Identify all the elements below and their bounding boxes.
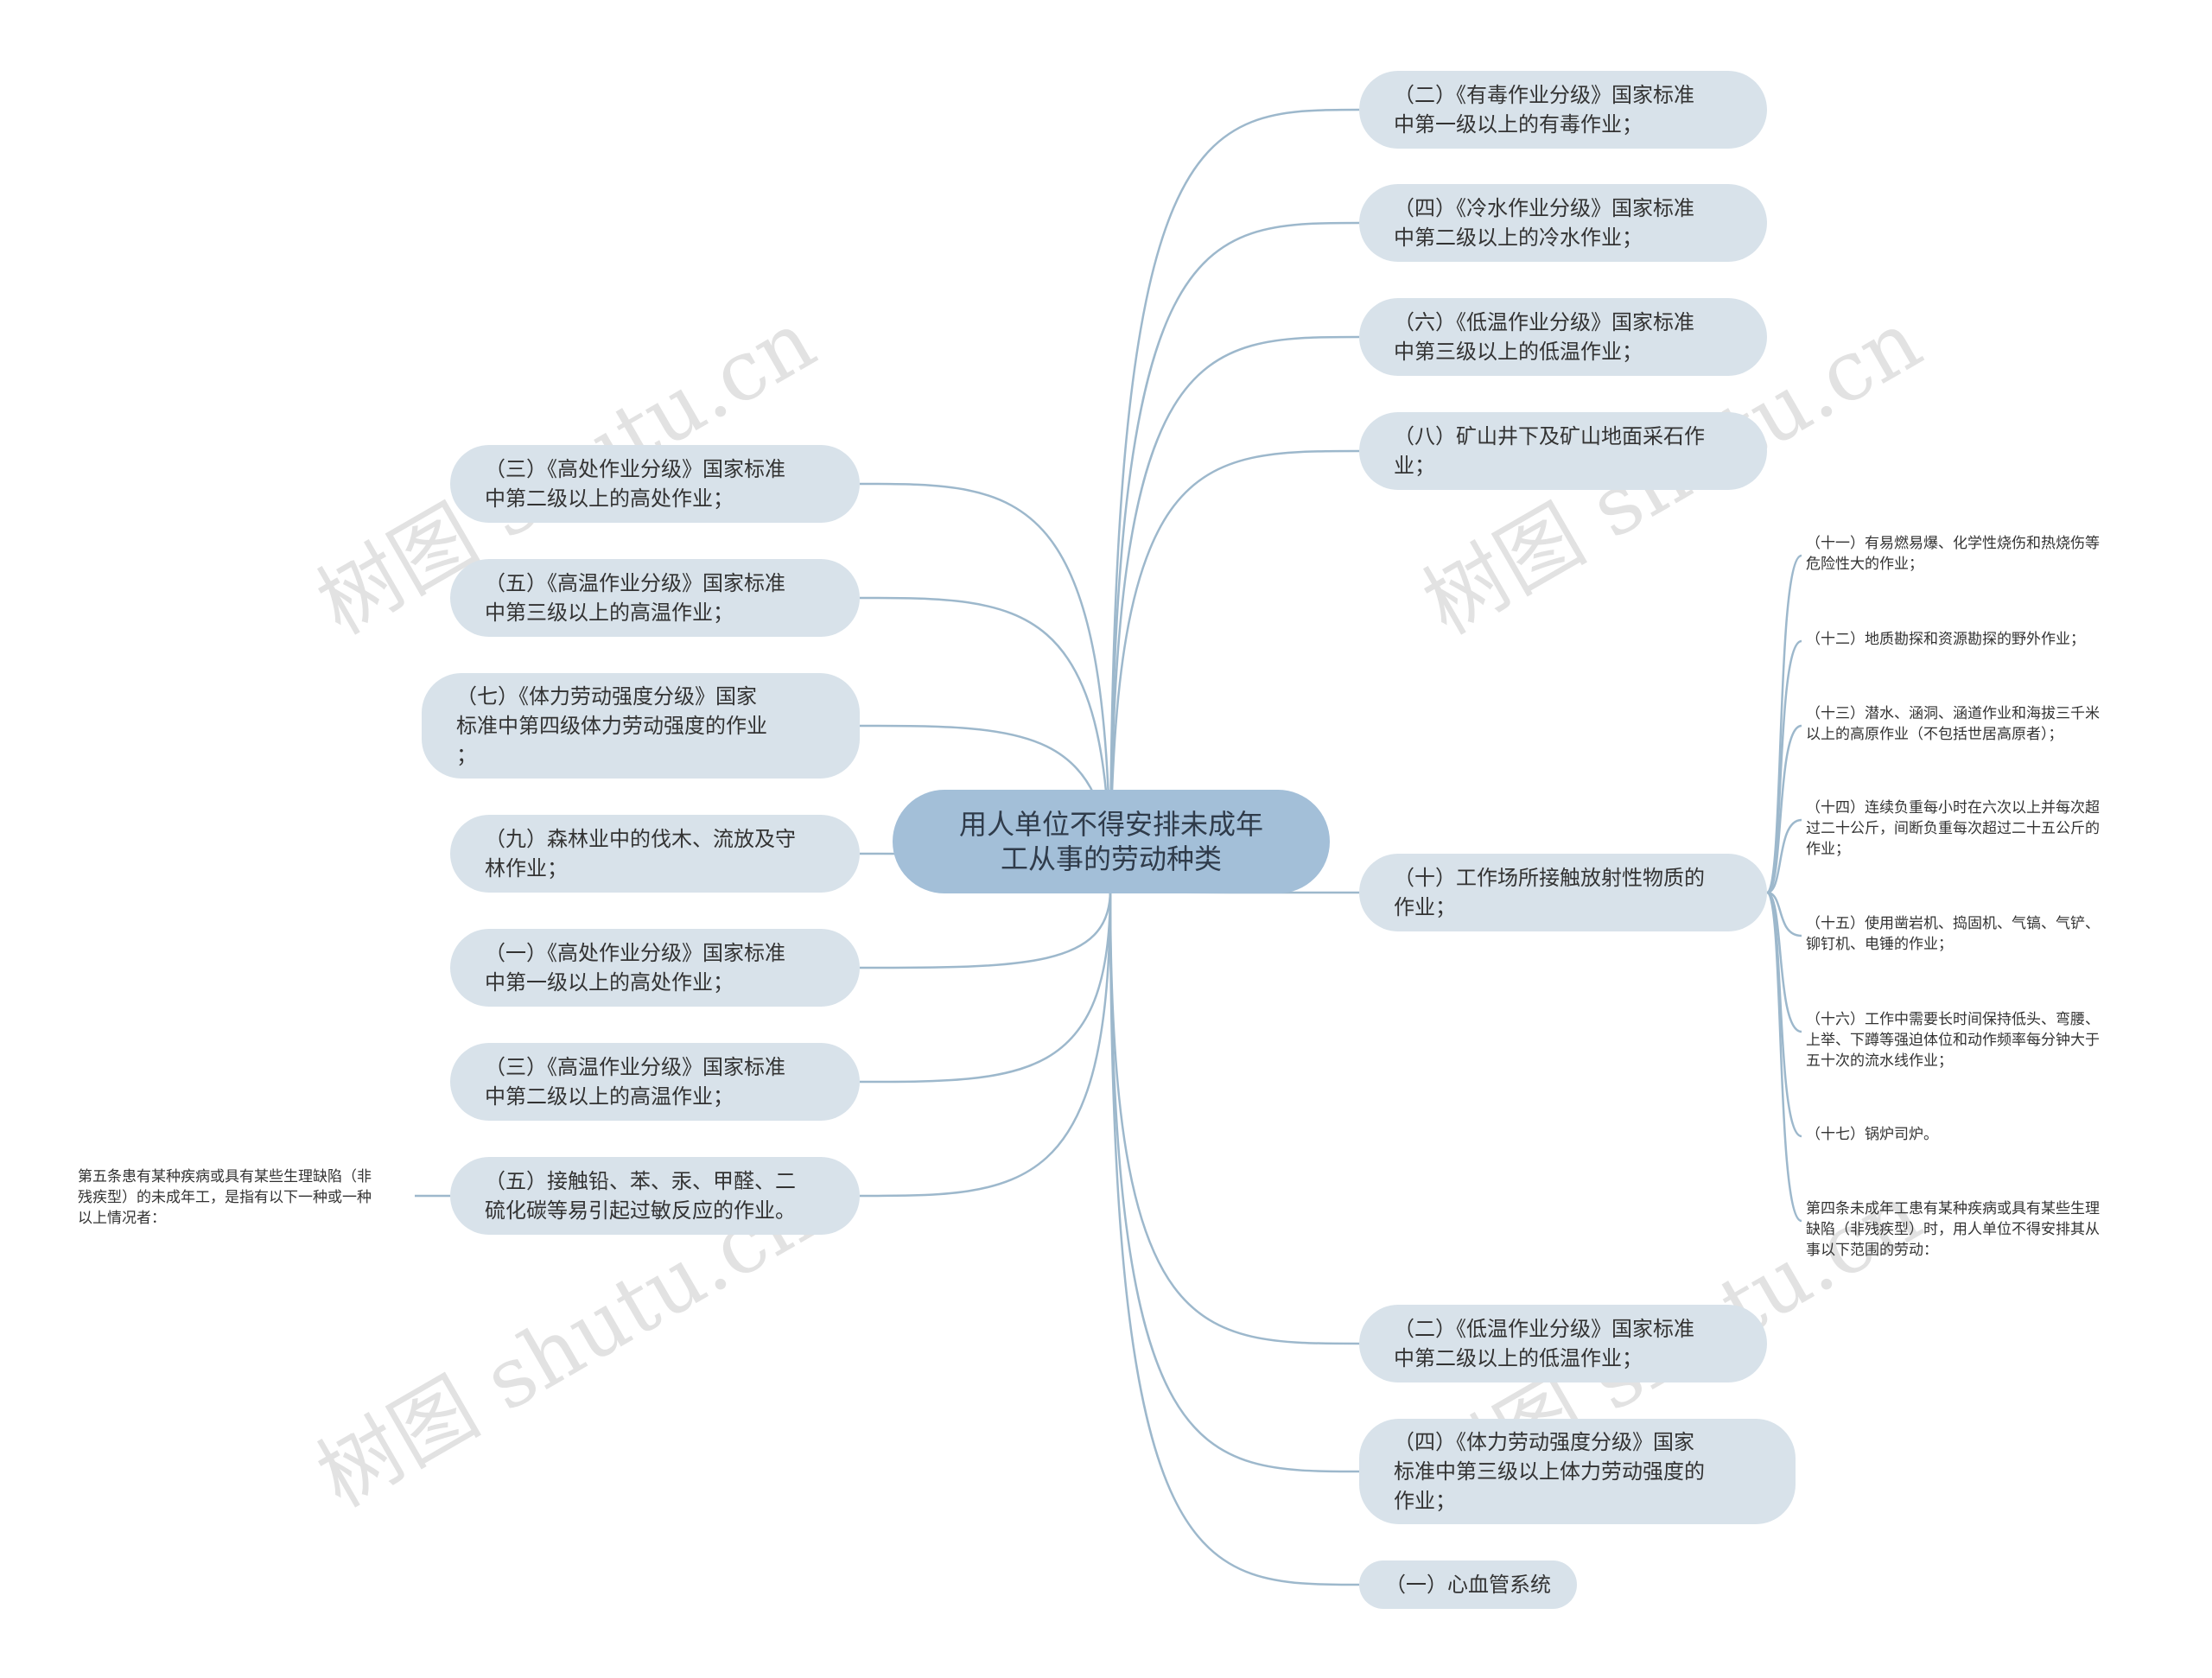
edge-s5 <box>1766 891 1802 938</box>
branch-label: （二）《有毒作业分级》国家标准 中第一级以上的有毒作业； <box>1394 83 1694 137</box>
leaf-item-17[interactable]: （十七）锅炉司炉。 <box>1806 1126 1938 1143</box>
branch-label: （一）《高处作业分级》国家标准 中第一级以上的高处作业； <box>485 941 785 995</box>
leaf-item-15[interactable]: （十五）使用凿岩机、捣固机、气镐、气铲、 铆钉机、电锤的作业； <box>1806 915 2100 953</box>
branch-label: （五）《高温作业分级》国家标准 中第三级以上的高温作业； <box>485 571 785 625</box>
branch-node-allergen-work[interactable]: （五）接触铅、苯、汞、甲醛、二 硫化碳等易引起过敏反应的作业。 <box>450 1157 860 1235</box>
edge-r1 <box>1109 108 1360 891</box>
edge-r7 <box>1109 889 1360 1473</box>
branch-node-forestry-work[interactable]: （九）森林业中的伐木、流放及守 林作业； <box>450 815 860 893</box>
edge-r3 <box>1109 335 1360 891</box>
branch-label: （四）《体力劳动强度分级》国家 标准中第三级以上体力劳动强度的 作业； <box>1394 1430 1705 1513</box>
edge-l6 <box>859 889 1112 1084</box>
edge-r8 <box>1109 889 1360 1586</box>
edge-r2 <box>1109 221 1360 891</box>
branch-node-low-temp-work-3[interactable]: （六）《低温作业分级》国家标准 中第三级以上的低温作业； <box>1359 298 1767 376</box>
edge-l7 <box>859 889 1112 1198</box>
branch-node-mining-work[interactable]: （八）矿山井下及矿山地面采石作 业； <box>1359 412 1767 490</box>
leaf-article-4[interactable]: 第四条未成年工患有某种疾病或具有某些生理 缺陷（非残疾型）时，用人单位不得安排其… <box>1806 1200 2100 1259</box>
branch-label: （三）《高处作业分级》国家标准 中第二级以上的高处作业； <box>485 457 785 511</box>
edge-l5 <box>859 889 1112 969</box>
edge-s4 <box>1766 818 1802 894</box>
leaf-item-14[interactable]: （十四）连续负重每小时在六次以上并每次超 过二十公斤，间断负重每次超过二十五公斤… <box>1806 799 2100 858</box>
branch-label: （六）《低温作业分级》国家标准 中第三级以上的低温作业； <box>1394 310 1694 364</box>
edge-s2 <box>1765 639 1802 894</box>
edge-r6 <box>1109 889 1360 1345</box>
branch-label: （三）《高温作业分级》国家标准 中第二级以上的高温作业； <box>485 1055 785 1109</box>
edge-l2 <box>859 596 1112 891</box>
central-topic[interactable]: 用人单位不得安排未成年 工从事的劳动种类 <box>893 790 1330 893</box>
branch-label: （二）《低温作业分级》国家标准 中第二级以上的低温作业； <box>1394 1317 1694 1370</box>
branch-label: （一）心血管系统 <box>1385 1573 1551 1597</box>
edge-s6 <box>1766 891 1802 1033</box>
leaf-article-5[interactable]: 第五条患有某种疾病或具有某些生理缺陷（非 残疾型）的未成年工，是指有以下一种或一… <box>78 1168 372 1227</box>
branch-label: （九）森林业中的伐木、流放及守 林作业； <box>485 827 796 880</box>
branch-node-labor-intensity-4[interactable]: （七）《体力劳动强度分级》国家 标准中第四级体力劳动强度的作业 ； <box>422 673 860 779</box>
edge-s7 <box>1765 891 1802 1138</box>
leaf-item-12[interactable]: （十二）地质勘探和资源勘探的野外作业； <box>1806 631 2085 648</box>
leaf-item-11[interactable]: （十一）有易燃易爆、化学性烧伤和热烧伤等 危险性大的作业； <box>1806 535 2100 573</box>
edge-r4 <box>1109 449 1360 891</box>
branch-node-low-temp-work-2[interactable]: （二）《低温作业分级》国家标准 中第二级以上的低温作业； <box>1359 1305 1767 1382</box>
branch-node-height-work-2[interactable]: （三）《高处作业分级》国家标准 中第二级以上的高处作业； <box>450 445 860 523</box>
branch-label: （四）《冷水作业分级》国家标准 中第二级以上的冷水作业； <box>1394 196 1694 250</box>
edge-l1 <box>859 482 1112 891</box>
branch-node-radioactive-work[interactable]: （十）工作场所接触放射性物质的 作业； <box>1359 854 1767 931</box>
leaf-item-13[interactable]: （十三）潜水、涵洞、涵道作业和海拔三千米 以上的高原作业（不包括世居高原者）； <box>1806 705 2100 743</box>
branch-label: （八）矿山井下及矿山地面采石作 业； <box>1394 424 1705 478</box>
branch-label: （七）《体力劳动强度分级》国家 标准中第四级体力劳动强度的作业 ； <box>456 684 767 767</box>
leaf-item-16[interactable]: （十六）工作中需要长时间保持低头、弯腰、 上举、下蹲等强迫体位和动作频率每分钟大… <box>1806 1011 2100 1070</box>
branch-node-toxic-work[interactable]: （二）《有毒作业分级》国家标准 中第一级以上的有毒作业； <box>1359 71 1767 149</box>
branch-label: （十）工作场所接触放射性物质的 作业； <box>1394 866 1705 919</box>
branch-node-cardiovascular[interactable]: （一）心血管系统 <box>1359 1560 1577 1609</box>
branch-node-height-work-1[interactable]: （一）《高处作业分级》国家标准 中第一级以上的高处作业； <box>450 929 860 1007</box>
branch-node-cold-water-work[interactable]: （四）《冷水作业分级》国家标准 中第二级以上的冷水作业； <box>1359 184 1767 262</box>
central-topic-label: 用人单位不得安排未成年 工从事的劳动种类 <box>958 808 1263 875</box>
branch-node-high-temp-work-2[interactable]: （三）《高温作业分级》国家标准 中第二级以上的高温作业； <box>450 1043 860 1121</box>
edge-s8 <box>1765 891 1802 1223</box>
branch-node-high-temp-work-3[interactable]: （五）《高温作业分级》国家标准 中第三级以上的高温作业； <box>450 559 860 637</box>
branch-label: （五）接触铅、苯、汞、甲醛、二 硫化碳等易引起过敏反应的作业。 <box>485 1169 796 1223</box>
branch-node-labor-intensity-3[interactable]: （四）《体力劳动强度分级》国家 标准中第三级以上体力劳动强度的 作业； <box>1359 1419 1796 1524</box>
edge-s3 <box>1766 724 1802 894</box>
